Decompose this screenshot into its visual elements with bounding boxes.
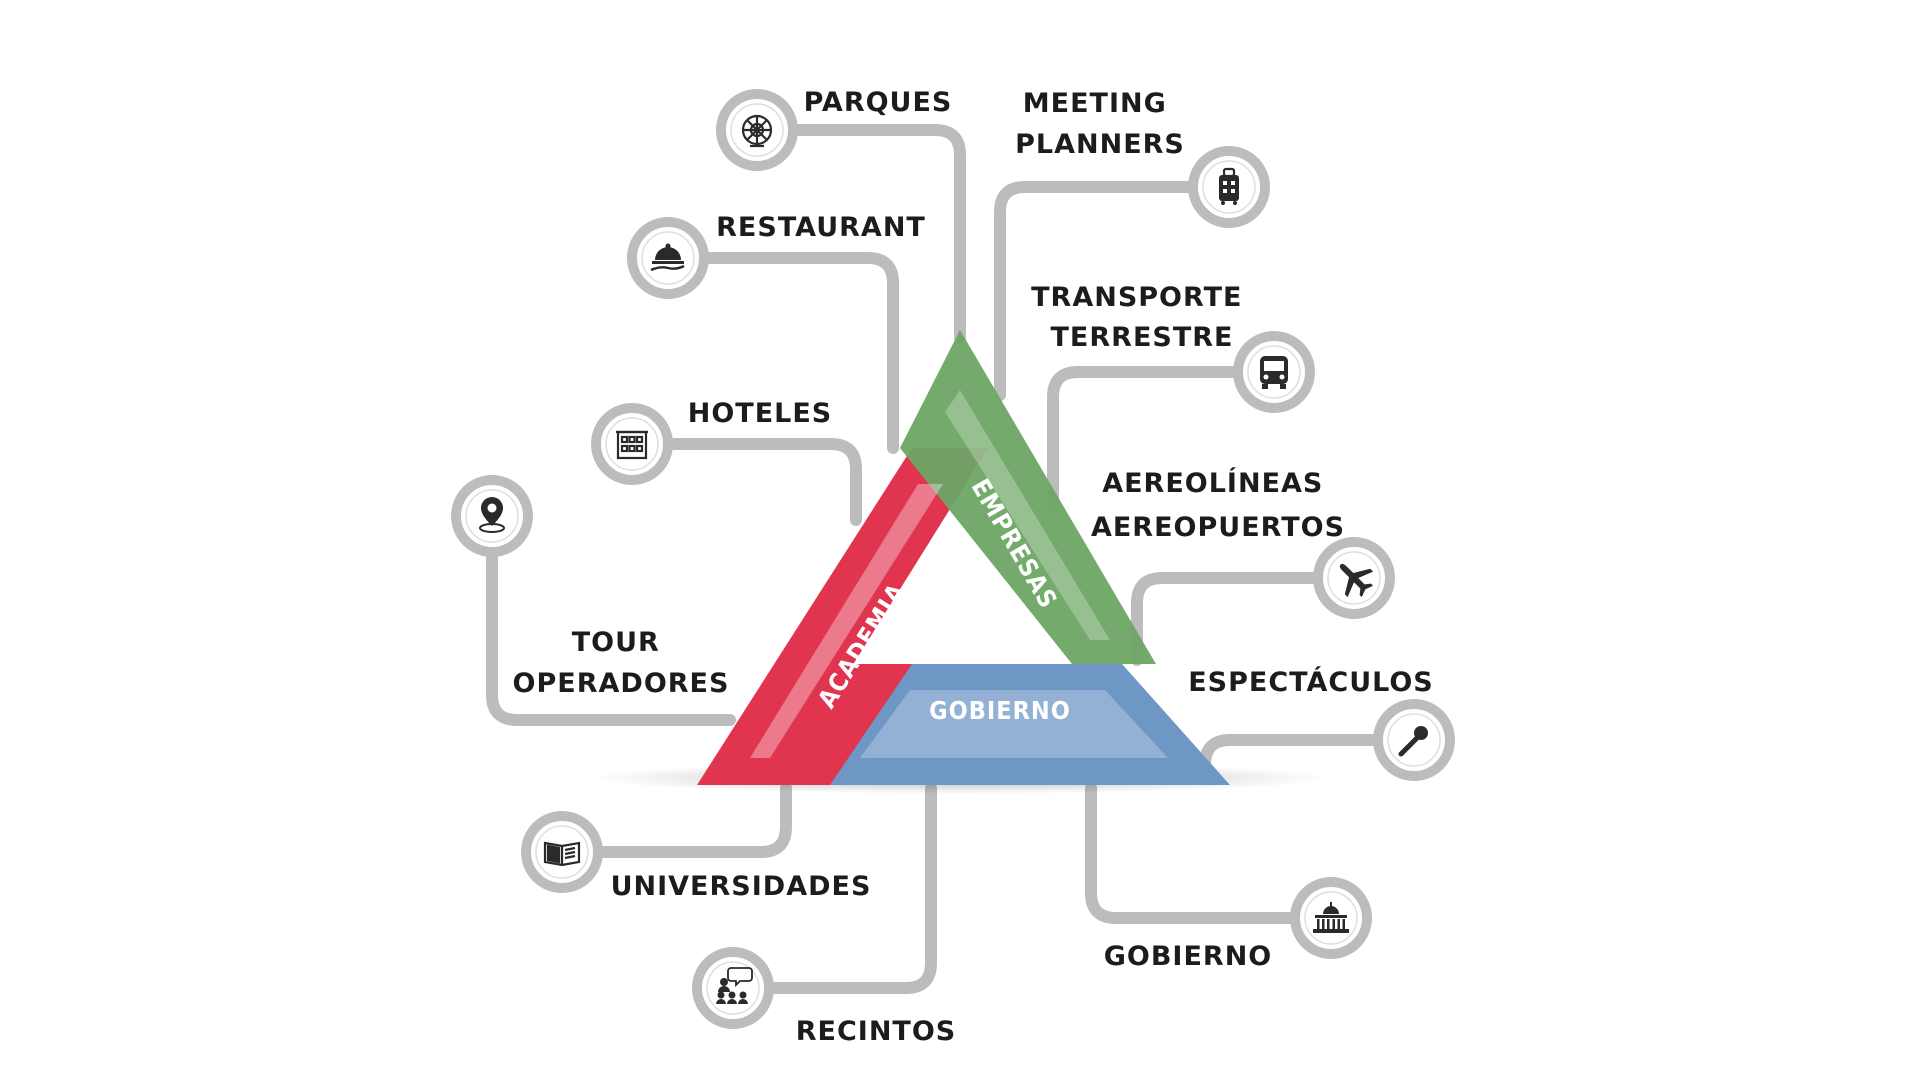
label-gobierno: GOBIERNO — [1104, 941, 1273, 972]
node-parques — [716, 89, 798, 171]
capitol-icon — [1313, 902, 1349, 933]
academia-lower — [697, 664, 912, 785]
node-labels: PARQUES MEETING PLANNERS RESTAURANT TRAN… — [513, 87, 1434, 1047]
connector-universidades — [595, 782, 792, 858]
microphone-icon — [1398, 726, 1428, 757]
audience-icon — [716, 967, 753, 1004]
connector-recintos — [766, 782, 937, 994]
luggage-icon — [1219, 167, 1239, 205]
node-hoteles — [591, 403, 673, 485]
academia-side — [697, 448, 988, 785]
label-universidades: UNIVERSIDADES — [611, 871, 872, 902]
gobierno-inner — [860, 690, 1168, 758]
label-meeting-planners: MEETING PLANNERS — [1015, 88, 1185, 160]
label-transporte-terrestre: TRANSPORTE TERRESTRE — [1031, 282, 1253, 353]
connector-gobierno — [1085, 782, 1297, 924]
location-pin-icon — [479, 497, 505, 533]
node-gobierno — [1290, 877, 1372, 959]
connector-parques — [790, 124, 966, 344]
empresas-side — [900, 330, 1156, 664]
connector-hoteles — [662, 438, 862, 526]
node-meeting-planners — [1188, 146, 1270, 228]
node-restaurant — [627, 217, 709, 299]
hotel-icon — [616, 430, 648, 460]
label-hoteles: HOTELES — [688, 398, 833, 429]
node-recintos — [692, 947, 774, 1029]
label-espectaculos: ESPECTÁCULOS — [1188, 666, 1434, 698]
ring-inner — [605, 417, 659, 471]
label-aereolineas: AEREOLÍNEAS AEREOPUERTOS — [1091, 467, 1345, 543]
connector-espectaculos — [1199, 734, 1384, 771]
cloche-icon — [650, 243, 685, 272]
label-parques: PARQUES — [804, 87, 953, 118]
connector-meeting-planners — [994, 181, 1196, 401]
bus-icon — [1260, 356, 1288, 389]
ferris-wheel-icon — [741, 114, 773, 148]
label-recintos: RECINTOS — [796, 1016, 957, 1047]
connector-transporte — [1047, 366, 1241, 514]
airplane-icon — [1339, 563, 1374, 598]
gobierno-label: GOBIERNO — [929, 696, 1071, 725]
gobierno-side — [830, 664, 1230, 785]
node-tour-operadores — [451, 475, 533, 557]
connector-tour — [486, 550, 736, 726]
node-universidades — [521, 811, 603, 893]
open-book-icon — [543, 841, 581, 867]
label-restaurant: RESTAURANT — [716, 212, 926, 243]
connector-aereolineas — [1131, 572, 1344, 666]
triple-helix-triangle: ACADEMIA EMPRESAS GOBIERNO — [590, 330, 1330, 794]
node-transporte-terrestre — [1233, 331, 1315, 413]
node-espectaculos — [1373, 699, 1455, 781]
academia-inner — [750, 484, 943, 758]
connector-restaurant — [698, 252, 899, 454]
node-aereolineas — [1313, 537, 1395, 619]
empresas-inner — [945, 390, 1110, 640]
connector-lines — [486, 124, 1384, 994]
label-tour-operadores: TOUR OPERADORES — [513, 627, 730, 699]
